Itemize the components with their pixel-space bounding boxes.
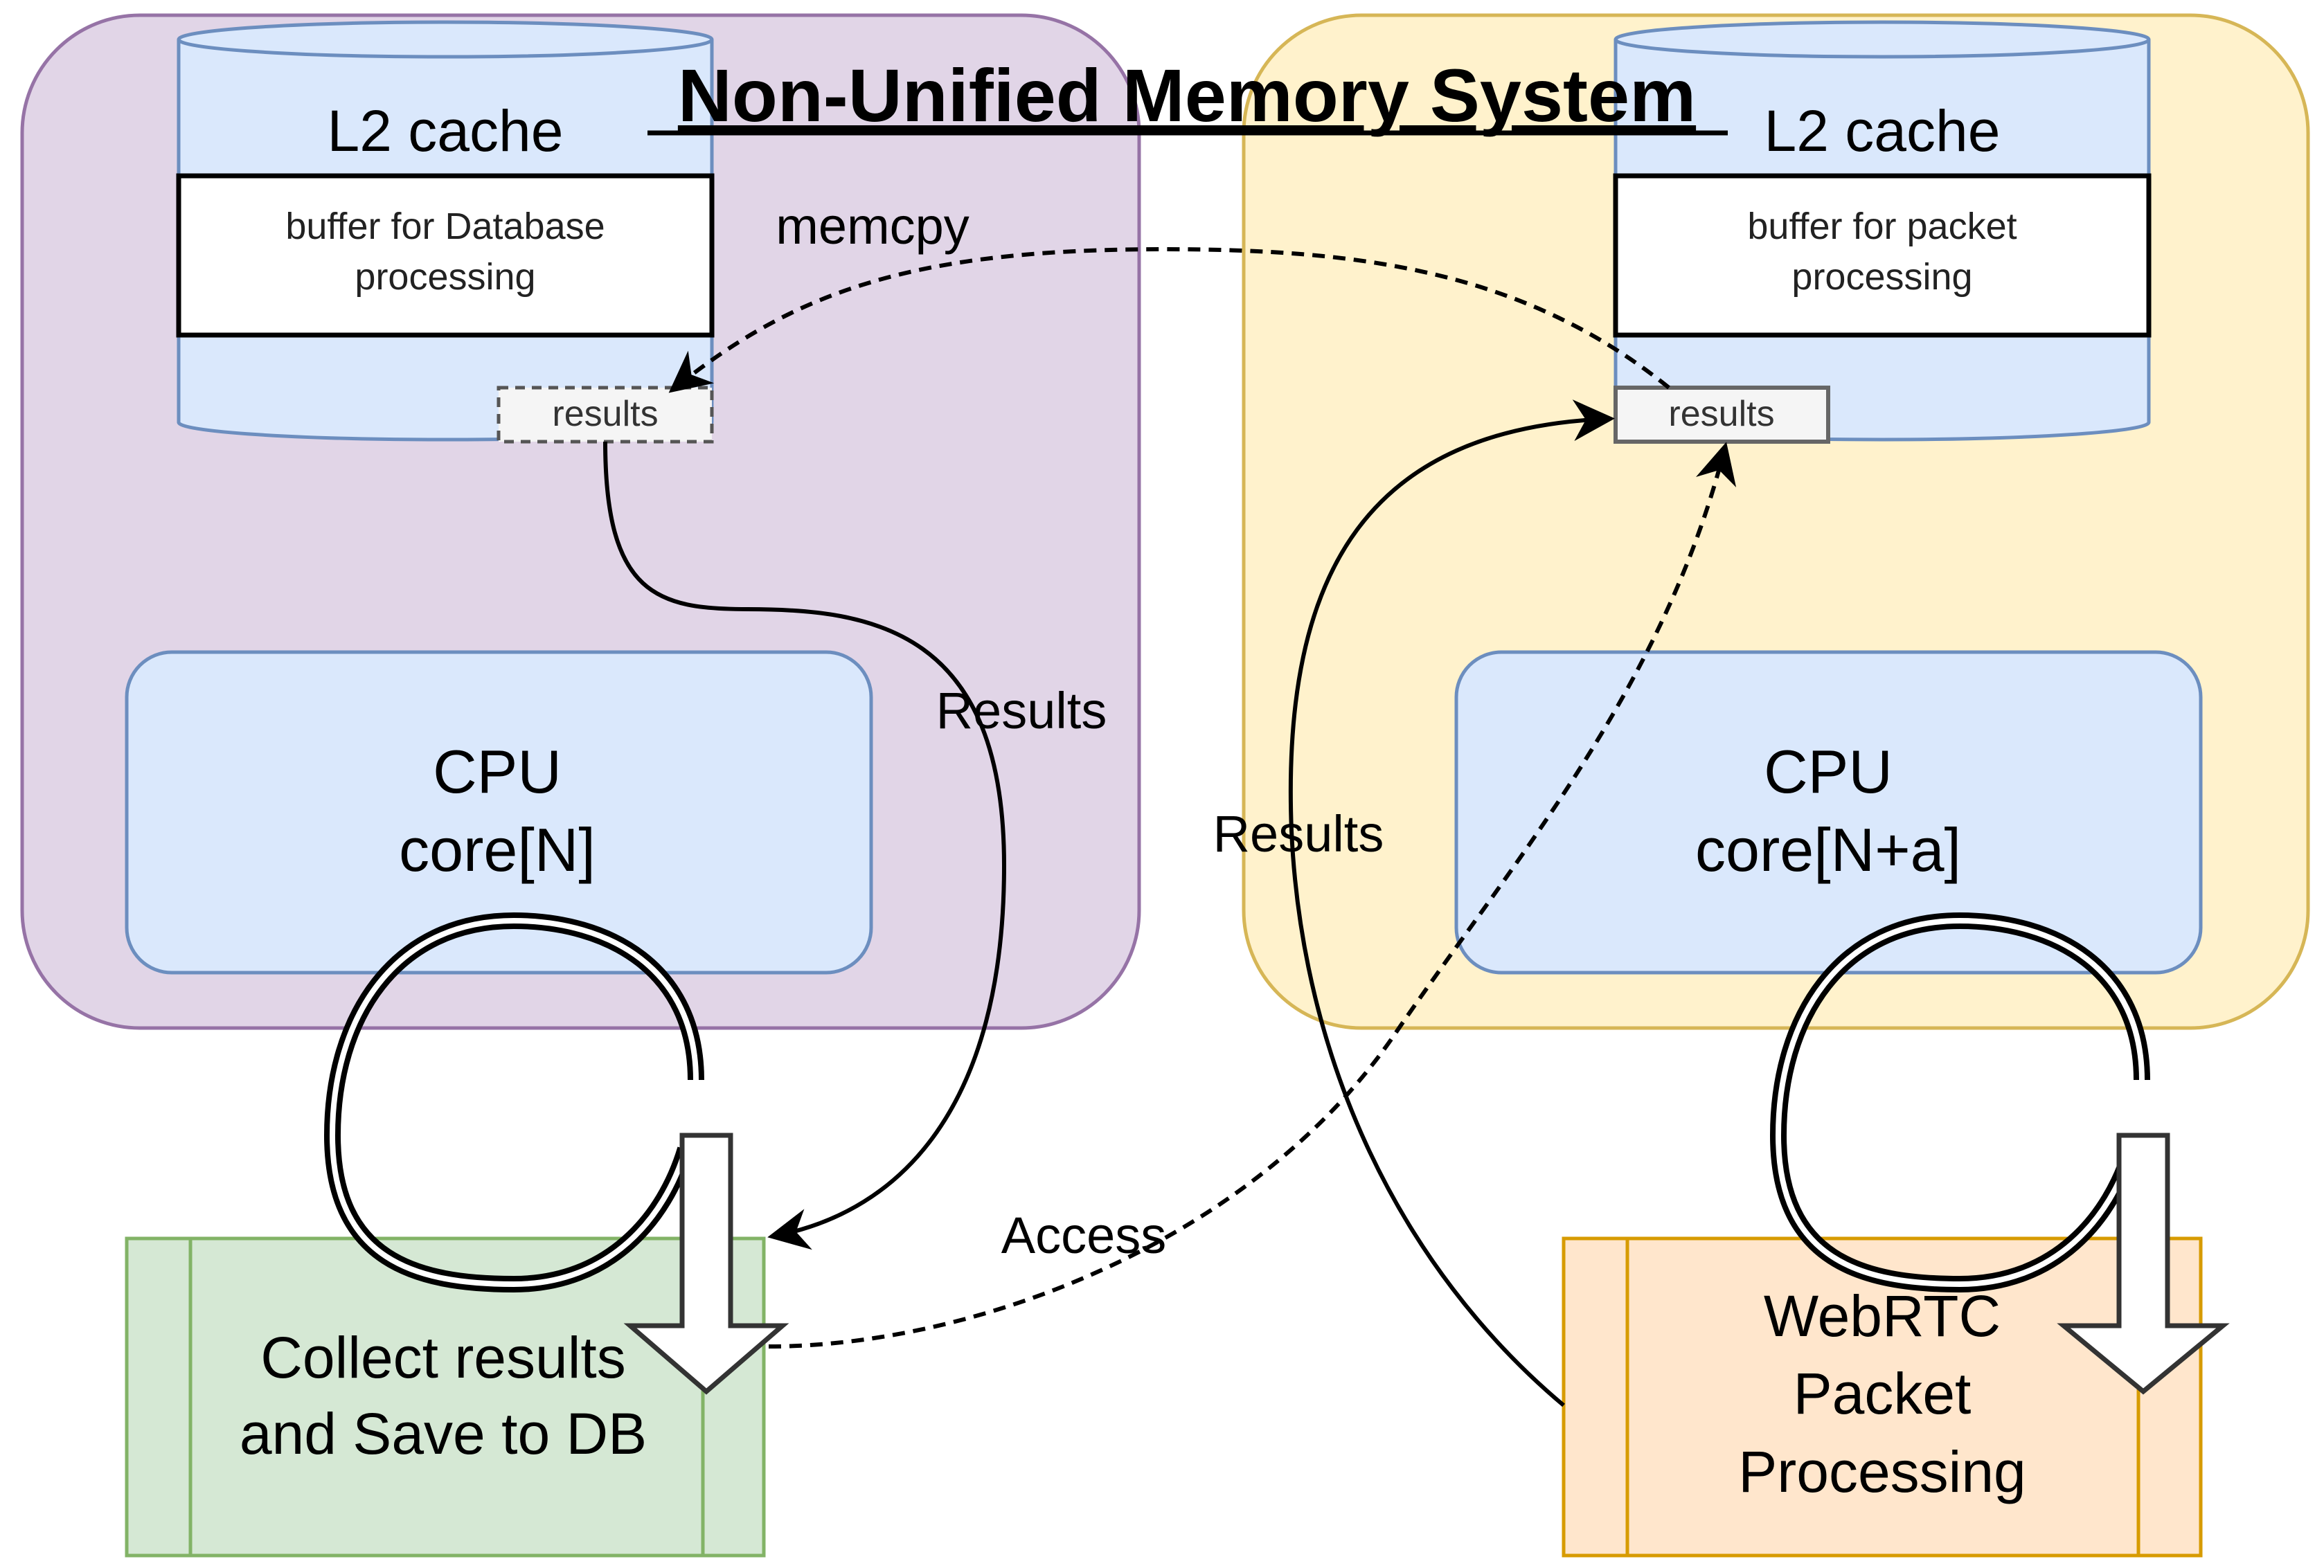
right-results-label: results — [1668, 394, 1774, 434]
right-l2-cache[interactable]: L2 cache buffer for packet processing re… — [1613, 20, 2152, 444]
left-cpu[interactable]: CPU core[N] — [125, 650, 873, 975]
right-loop-icon — [1769, 912, 2150, 1293]
left-down-arrow-icon — [623, 1133, 789, 1395]
left-process[interactable] — [125, 1236, 766, 1558]
left-buffer-line-1: buffer for Database — [285, 206, 605, 247]
left-cpu-line-2: core[N] — [399, 815, 596, 884]
access-label: Access — [1001, 1207, 1167, 1264]
memcpy-edge[interactable] — [668, 246, 1670, 393]
left-l2-cache[interactable]: L2 cache buffer for Database processing … — [176, 20, 715, 444]
diagram-title: Non-Unified Memory System — [678, 53, 1696, 137]
right-down-arrow-icon — [2057, 1133, 2230, 1395]
right-process[interactable] — [1562, 1236, 2203, 1558]
right-process-line-2: Packet — [1794, 1361, 1972, 1426]
memcpy-label: memcpy — [776, 197, 969, 255]
right-process-line-3: Processing — [1738, 1439, 2026, 1504]
right-results-box[interactable] — [1614, 386, 1830, 444]
left-cache-label: L2 cache — [328, 98, 564, 163]
access-edge[interactable] — [768, 442, 1737, 1349]
right-results-edge[interactable] — [1288, 399, 1615, 1407]
right-cpu-line-1: CPU — [1764, 737, 1893, 806]
left-loop-icon — [323, 912, 704, 1293]
right-cpu[interactable]: CPU core[N+a] — [1454, 650, 2203, 975]
left-buffer-line-2: processing — [355, 256, 535, 298]
right-buffer-line-2: processing — [1791, 256, 1972, 298]
left-results-edge-label: Results — [936, 682, 1107, 739]
left-process-line-2: and Save to DB — [240, 1401, 647, 1466]
right-cache-label: L2 cache — [1764, 98, 2001, 163]
right-buffer-line-1: buffer for packet — [1747, 206, 2017, 247]
right-results-edge-label: Results — [1213, 805, 1384, 863]
left-buffer[interactable] — [176, 173, 715, 338]
right-process-line-1: WebRTC — [1764, 1283, 2001, 1349]
right-buffer[interactable] — [1613, 173, 2152, 338]
right-cpu-line-2: core[N+a] — [1695, 815, 1961, 884]
left-results-label: results — [552, 394, 658, 434]
left-cpu-line-1: CPU — [433, 737, 562, 806]
left-process-line-1: Collect results — [260, 1325, 626, 1390]
left-results-edge[interactable] — [603, 441, 1007, 1250]
